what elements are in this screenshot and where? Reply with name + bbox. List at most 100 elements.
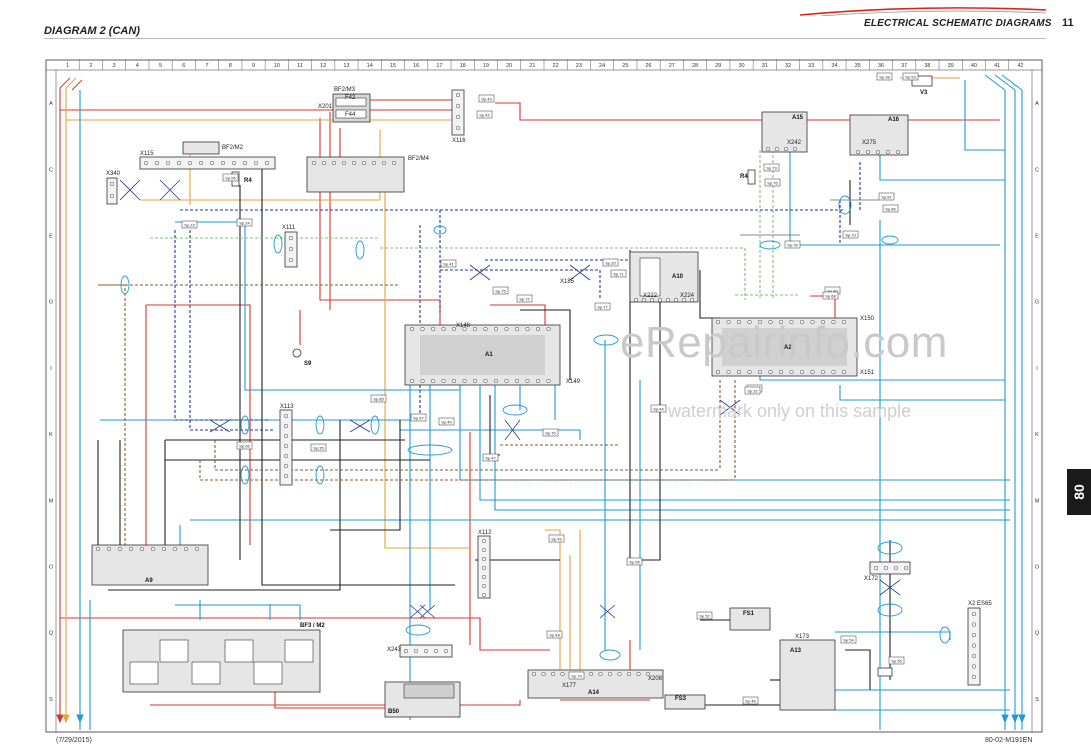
connector-pin [715,319,721,325]
splice-label: Sp.35 [313,446,324,451]
splice-box [822,291,839,300]
connector-pin [283,443,289,449]
connector-pin [665,297,671,303]
connector-pin [311,160,317,166]
connector-pin [117,546,123,552]
connector-pin [841,369,847,375]
connector-pin [109,181,115,187]
connector-pin [481,547,487,553]
connector-pin [161,546,167,552]
connector-pin [514,326,520,332]
splice-box [410,413,427,422]
fuse-BF2-M2 [182,141,220,155]
label-A15: A15 [792,115,804,121]
connector-pin [799,369,805,375]
component-labels: A1 A2 A9 A10 A13 A14 A15 A16 B50 S9 R4 R… [106,87,992,715]
connector-X340 [106,177,118,205]
connector-pin [413,648,419,654]
connector-pin [774,146,780,152]
label-S9: S9 [304,361,312,367]
column-label: 24 [599,63,605,69]
splice-box [594,302,611,311]
splice-label: Sp.79 [766,166,777,171]
label-R4-right: R4 [740,174,748,180]
connector-pin [715,369,721,375]
column-label: 16 [413,63,419,69]
column-label: 14 [367,63,373,69]
splice-box [310,443,327,452]
top-right-feed [984,74,1023,91]
splice-box [236,441,253,450]
row-label: O [49,565,54,571]
splice-label: Sp.46 [745,699,756,704]
header-rule [44,38,1046,39]
connector-pin [283,413,289,419]
module-A15 [761,111,808,153]
connector-pin [903,565,909,571]
connector-pin [109,193,115,199]
label-FS1: FS1 [743,611,755,617]
column-label: 20 [506,63,512,69]
connector-pin [971,632,977,638]
splice-box [610,269,627,278]
connector-pin [420,326,425,332]
component-boxes [91,75,981,718]
relay-details [129,97,847,699]
connector-pin [283,423,289,429]
splice-box [878,192,895,201]
splice-box [482,453,499,462]
connector-pin [443,648,449,654]
connector-pin [765,146,771,152]
splice-label: Sp.05 [225,176,236,181]
connector-X116 [451,89,465,136]
connector-pin [757,319,763,325]
row-label: E [49,234,53,240]
connector-pin [855,149,861,155]
connector-pin [514,378,520,384]
module-A13 [779,639,836,711]
row-label: K [49,432,53,438]
connector-pin [726,319,731,325]
connector-pin [165,160,171,166]
column-label: 2 [89,63,92,69]
connector-pin [736,369,742,375]
splice-box [602,258,619,267]
splice-label: Sp.53 [905,75,916,80]
connector-pin [483,378,488,384]
connector-pin [481,538,487,544]
connector-pin [481,592,487,598]
label-X340: X340 [106,171,121,177]
connector-pin [409,378,415,384]
connector-pin [288,235,294,241]
connector-pin [481,574,487,580]
splice-label: Sp.70 [545,431,556,436]
connector-pin [493,326,499,332]
label-X222: X222 [643,293,658,299]
connector-pin [885,149,891,155]
connector-pin [768,369,773,375]
connector-pin [810,369,815,375]
label-X275: X275 [862,140,877,146]
connector-pin [525,326,530,332]
connector-pin [546,378,551,384]
connector-pin [455,125,461,131]
row-label: I [50,366,52,372]
column-label: 9 [252,63,255,69]
splice-box [222,173,239,182]
label-F44: F44 [345,112,356,118]
label-A10: A10 [672,274,684,280]
connector-pin [504,378,509,384]
label-X112: X112 [478,530,492,536]
connector-pin [831,369,836,375]
column-label: 15 [390,63,396,69]
column-label: 3 [113,63,116,69]
label-BF2-M3: BF2/M3 [334,87,356,93]
connector-pin [550,671,556,677]
connector-pin [242,160,248,166]
connector-pin [472,326,478,332]
column-label: 19 [483,63,489,69]
column-label: 17 [436,63,442,69]
connector-pin [433,648,439,654]
connector-pin [430,378,436,384]
